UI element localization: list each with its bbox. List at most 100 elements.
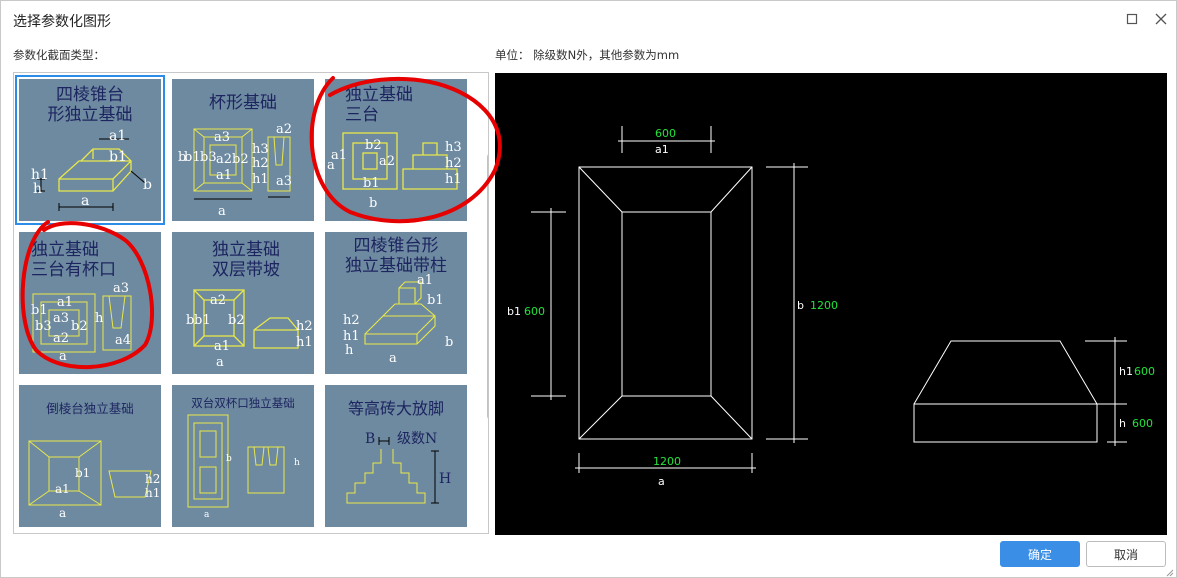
svg-text:h1: h1 <box>296 335 313 350</box>
svg-text:h1: h1 <box>445 172 462 187</box>
tile-caption: 杯形基础 <box>209 93 277 113</box>
svg-text:a2: a2 <box>210 293 226 308</box>
svg-text:a: a <box>204 510 210 520</box>
tile-caption: 独立基础 三台有杯口 <box>31 240 116 280</box>
svg-text:a1: a1 <box>417 273 433 288</box>
h1-label: h1 <box>1119 365 1133 378</box>
svg-text:a1: a1 <box>57 295 73 310</box>
tile-three-step-cup-foundation[interactable]: 独立基础 三台有杯口 a1 a3 a3 a2 b3 b2 <box>15 228 165 378</box>
svg-text:h: h <box>95 311 104 326</box>
tile-image: 等高砖大放脚 B 级数N H <box>325 385 467 527</box>
svg-text:h2: h2 <box>296 319 313 334</box>
cancel-button[interactable]: 取消 <box>1086 541 1166 567</box>
b1-value: 600 <box>524 305 545 318</box>
svg-text:a: a <box>218 204 226 219</box>
maximize-button[interactable] <box>1122 9 1142 29</box>
tile-three-step-foundation[interactable]: 独立基础 三台 b2 a2 a1 b1 a b <box>321 75 471 225</box>
a-value: 1200 <box>653 455 681 468</box>
svg-text:b1: b1 <box>184 150 201 165</box>
tile-drawing: a1 b1 h1 h a b <box>31 128 152 211</box>
svg-text:h2: h2 <box>343 313 360 328</box>
svg-text:a4: a4 <box>115 333 131 348</box>
svg-text:a: a <box>59 506 66 520</box>
svg-text:b1: b1 <box>31 303 48 318</box>
dim-a1: a1 <box>109 128 126 144</box>
tile-caption: 独立基础 三台 <box>345 85 413 125</box>
svg-text:h1: h1 <box>252 172 269 187</box>
tile-drawing: a1 b1 h2 h1 h a b <box>343 273 453 366</box>
svg-text:b2: b2 <box>232 152 249 167</box>
tile-image: 双台双杯口独立基础 a b h <box>172 385 314 527</box>
tile-drawing: a2 b b1 b2 a1 a h2 h1 <box>186 289 313 370</box>
h-value: 600 <box>1132 417 1153 430</box>
tile-image: 杯形基础 a3 a2 a1 a b <box>172 79 314 221</box>
svg-text:b3: b3 <box>35 319 52 334</box>
close-button[interactable] <box>1151 9 1171 29</box>
tile-image: 倒棱台独立基础 b1 a1 a h2 h1 <box>19 385 161 527</box>
svg-text:b1: b1 <box>75 466 90 480</box>
gallery-scrollbar[interactable] <box>487 153 488 420</box>
svg-text:h: h <box>345 343 354 358</box>
tile-pyramid-foundation-with-column[interactable]: 四棱锥台形 独立基础带柱 a1 b1 h2 h1 h a b <box>321 228 471 378</box>
svg-text:a2: a2 <box>379 154 395 169</box>
svg-text:h: h <box>294 458 300 468</box>
svg-text:a: a <box>389 351 397 366</box>
tile-image: 独立基础 双层带坡 a2 b b1 b2 a1 a <box>172 232 314 374</box>
maximize-icon <box>1126 13 1138 25</box>
b-value: 1200 <box>810 299 838 312</box>
plan-inner <box>621 211 712 397</box>
resize-grip-icon[interactable] <box>1164 567 1174 577</box>
svg-text:b1: b1 <box>427 293 444 308</box>
svg-text:b2: b2 <box>71 319 88 334</box>
tile-pyramid-frustum-foundation[interactable]: 四棱锥台 形独立基础 a1 b1 h1 <box>15 75 165 225</box>
dim-a: a <box>81 193 89 209</box>
tile-drawing: a b h <box>187 414 300 520</box>
svg-text:B: B <box>365 431 375 447</box>
close-icon <box>1155 13 1167 25</box>
svg-text:a2: a2 <box>276 122 292 137</box>
tile-double-cup-foundation[interactable]: 双台双杯口独立基础 a b h <box>168 381 318 531</box>
svg-text:H: H <box>439 471 451 487</box>
tile-inverted-frustum-foundation[interactable]: 倒棱台独立基础 b1 a1 a h2 h1 <box>15 381 165 531</box>
ok-button[interactable]: 确定 <box>1000 541 1080 567</box>
shape-preview: 600 a1 b1 600 b 1200 1200 a h1 600 h 600 <box>495 73 1167 535</box>
svg-text:a3: a3 <box>276 174 292 189</box>
svg-text:h3: h3 <box>252 142 269 157</box>
tile-caption: 独立基础 双层带坡 <box>212 240 280 280</box>
b1-label: b1 <box>507 305 521 318</box>
tile-image: 独立基础 三台 b2 a2 a1 b1 a b <box>325 79 467 221</box>
svg-text:b3: b3 <box>200 150 217 165</box>
svg-text:b1: b1 <box>363 176 380 191</box>
plan-outer <box>578 166 753 440</box>
svg-text:h2: h2 <box>445 156 462 171</box>
dim-b1: b1 <box>109 149 127 165</box>
svg-text:a1: a1 <box>216 168 232 183</box>
a-label: a <box>658 475 665 488</box>
tile-brick-footing[interactable]: 等高砖大放脚 B 级数N H <box>321 381 471 531</box>
svg-text:h3: h3 <box>445 140 462 155</box>
svg-text:b: b <box>178 150 186 165</box>
svg-text:级数N: 级数N <box>397 431 437 447</box>
shape-gallery[interactable]: 四棱锥台 形独立基础 a1 b1 h1 <box>13 72 489 534</box>
svg-text:a2: a2 <box>216 152 232 167</box>
svg-text:b: b <box>226 454 232 464</box>
svg-text:a: a <box>216 355 224 370</box>
tile-image: 独立基础 三台有杯口 a1 a3 a3 a2 b3 b2 <box>19 232 161 374</box>
svg-text:a: a <box>327 158 335 173</box>
svg-text:b: b <box>445 335 453 350</box>
dim-h1: h1 <box>31 167 49 183</box>
tile-drawing: b1 a1 a h2 h1 <box>28 440 160 520</box>
section-type-label: 参数化截面类型： <box>13 48 105 62</box>
dim-h: h <box>33 181 42 197</box>
dim-b: b <box>143 177 152 193</box>
svg-text:b: b <box>369 196 377 211</box>
svg-text:a2: a2 <box>53 331 69 346</box>
tile-double-slope-foundation[interactable]: 独立基础 双层带坡 a2 b b1 b2 a1 a <box>168 228 318 378</box>
tile-caption: 倒棱台独立基础 <box>46 401 134 416</box>
window-title: 选择参数化图形 <box>13 14 111 30</box>
tile-image: 四棱锥台 形独立基础 a1 b1 h1 <box>19 79 161 221</box>
tile-image: 四棱锥台形 独立基础带柱 a1 b1 h2 h1 h a b <box>325 232 467 374</box>
b-label: b <box>797 299 804 312</box>
tile-cup-foundation[interactable]: 杯形基础 a3 a2 a1 a b <box>168 75 318 225</box>
